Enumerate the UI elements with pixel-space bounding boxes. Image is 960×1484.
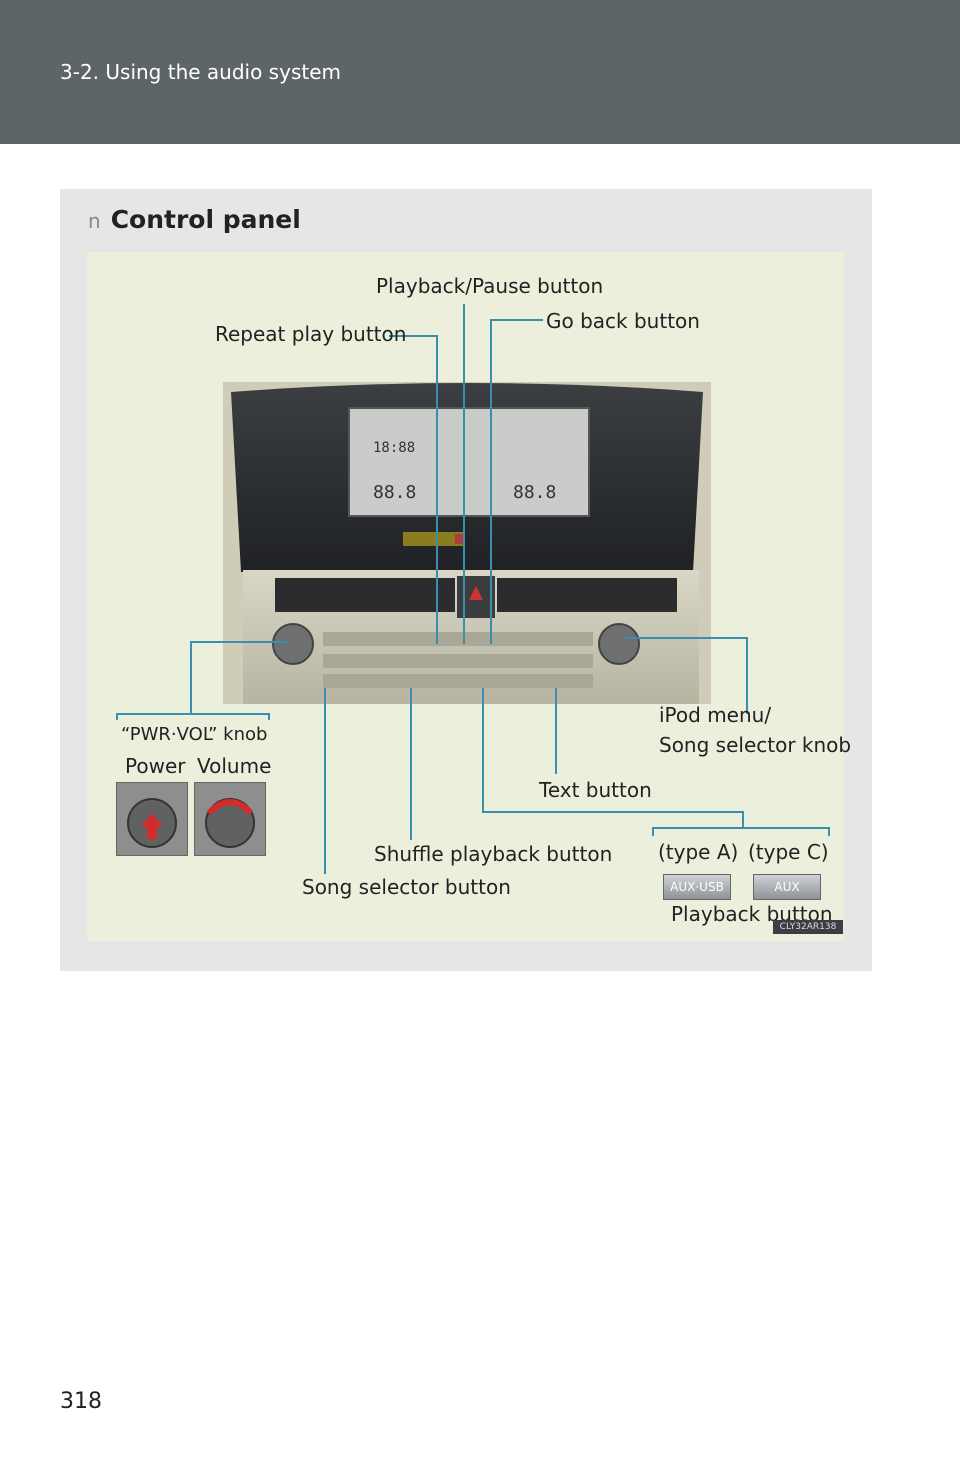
pwr-vol-knob-label: “PWR·VOL” knob	[121, 724, 268, 745]
control-panel-figure: 18:88 88.8 88.8	[87, 252, 851, 941]
image-code: CLY32AR138	[773, 920, 843, 934]
go-back-label: Go back button	[546, 309, 700, 333]
power-label: Power	[125, 754, 186, 778]
dashboard-photo: 18:88 88.8 88.8	[223, 382, 711, 704]
svg-text:88.8: 88.8	[513, 482, 556, 503]
ipod-menu-label-line1: iPod menu/	[659, 703, 772, 727]
section-title: 3-2. Using the audio system	[60, 60, 341, 84]
volume-label: Volume	[197, 754, 272, 778]
type-a-label: (type A)	[658, 840, 739, 864]
repeat-play-label: Repeat play button	[215, 322, 407, 346]
playback-pause-label: Playback/Pause button	[376, 274, 604, 298]
page-number: 318	[60, 1389, 102, 1414]
volume-knob-image	[194, 782, 266, 856]
panel-heading: n Control panel	[88, 205, 301, 234]
volume-knob-icon	[205, 798, 255, 848]
aux-usb-button-image: AUX·USB	[663, 874, 731, 900]
panel-heading-text: Control panel	[110, 205, 301, 234]
aux-button-image: AUX	[753, 874, 821, 900]
ipod-menu-label-line2: Song selector knob	[659, 733, 852, 757]
page-header: 3-2. Using the audio system	[0, 0, 960, 144]
bullet-icon: n	[88, 209, 101, 233]
power-knob-icon	[127, 798, 177, 848]
control-panel-box: n Control panel 18:88 88.8 88.8	[60, 189, 872, 971]
text-button-label: Text button	[539, 778, 652, 802]
svg-text:18:88: 18:88	[373, 440, 415, 456]
power-knob-image	[116, 782, 188, 856]
svg-text:88.8: 88.8	[373, 482, 416, 503]
shuffle-playback-label: Shuffle playback button	[374, 842, 613, 866]
song-selector-label: Song selector button	[302, 875, 511, 899]
type-c-label: (type C)	[748, 840, 829, 864]
leader-lines	[116, 304, 830, 874]
